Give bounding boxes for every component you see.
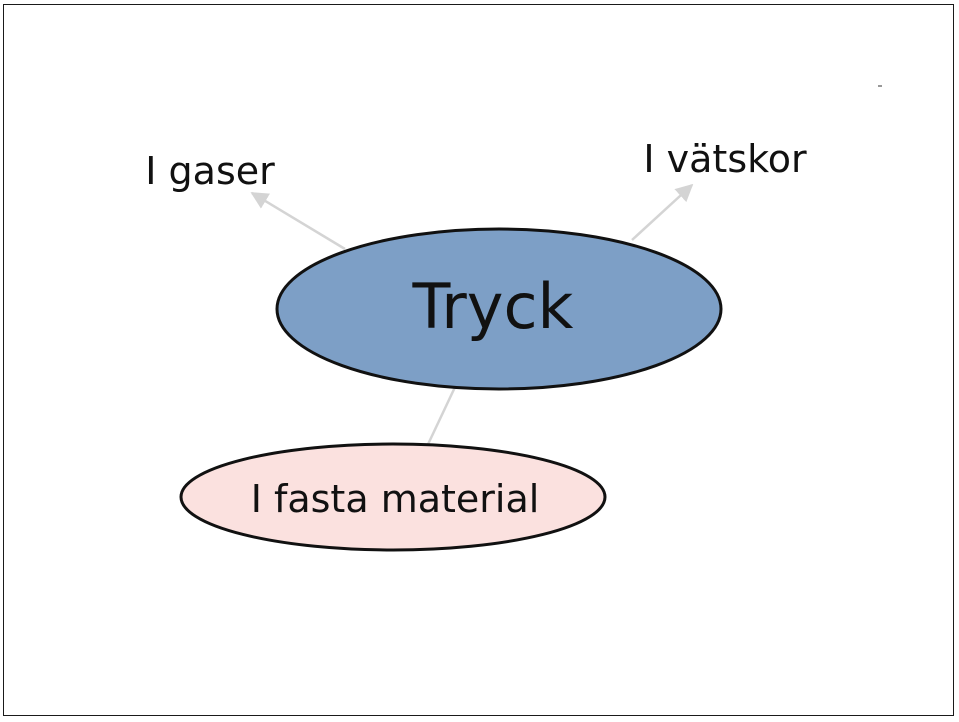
solids-label: I fasta material: [251, 477, 540, 521]
center-label: Tryck: [412, 270, 574, 343]
liquids-label: I vätskor: [643, 137, 807, 181]
gases-label: I gaser: [145, 149, 275, 193]
slide-border: [3, 4, 954, 716]
center-node: [275, 227, 723, 391]
solids-node: [179, 442, 607, 552]
arrow-to-gases: [250, 191, 346, 251]
arrow-to-liquids: [631, 183, 694, 241]
